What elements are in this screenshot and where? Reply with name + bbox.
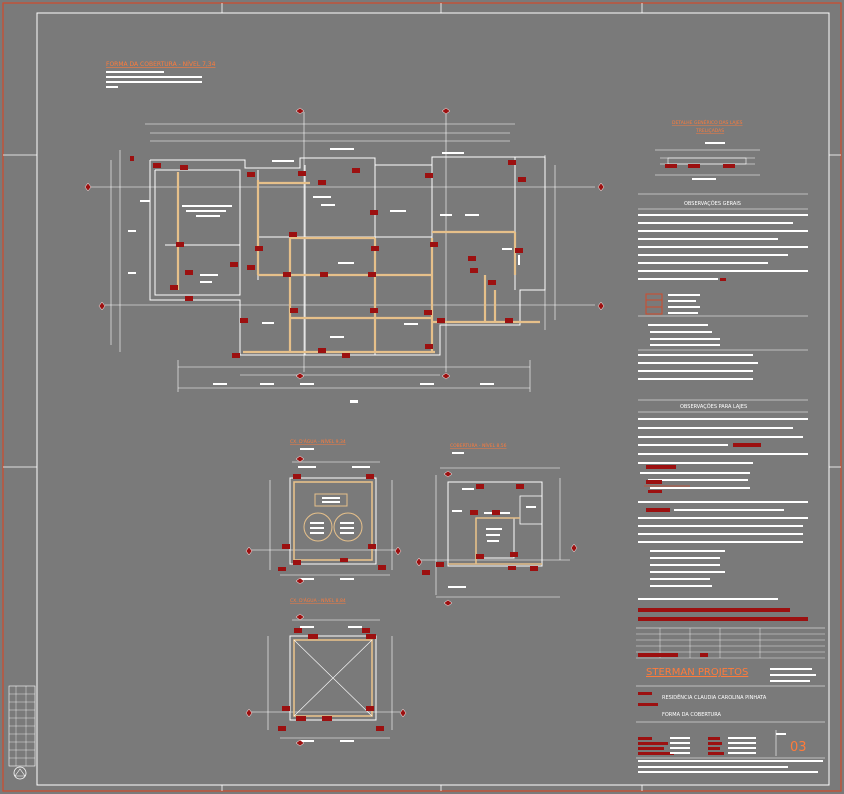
general-notes: OBSERVAÇÕES GERAIS — [638, 193, 808, 380]
sheet-number: 03 — [790, 740, 807, 755]
main-plan-title: FORMA DA COBERTURA - NÍVEL 7,34 — [106, 61, 216, 68]
cobertura-small: COBERTURA - NÍVEL 8,56 — [415, 442, 578, 607]
slab-notes: OBSERVAÇÕES PARA LAJES — [638, 399, 808, 621]
cx-agua-lower-title: CX. D'ÁGUA - NÍVEL 8,84 — [290, 597, 346, 604]
north-icon — [13, 766, 27, 780]
water-tank-upper: CX. D'ÁGUA - NÍVEL 9,34 — [245, 438, 402, 585]
revision-table — [8, 685, 36, 780]
general-notes-title: OBSERVAÇÕES GERAIS — [684, 200, 741, 207]
water-tank-lower: CX. D'ÁGUA - NÍVEL 8,84 — [245, 597, 407, 747]
detail-subtitle: TRELIÇADAS — [695, 128, 724, 134]
inner-frame — [36, 12, 830, 786]
main-plan: FORMA DA COBERTURA - NÍVEL 7,34 — [84, 61, 605, 403]
company-name: STERMAN PROJETOS — [646, 667, 748, 678]
slab-detail: DETALHE GENÉRICO DAS LAJES TRELIÇADAS — [655, 118, 760, 180]
detail-title: DETALHE GENÉRICO DAS LAJES — [672, 118, 743, 126]
project-name: RESIDÊNCIA CLAUDIA CAROLINA PINHATA — [662, 693, 767, 701]
frame-ticks — [3, 3, 841, 791]
drawing-name: FORMA DA COBERTURA — [662, 712, 721, 718]
cobertura-small-title: COBERTURA - NÍVEL 8,56 — [450, 442, 507, 449]
title-block: STERMAN PROJETOS RESIDÊNCIA CLAUDIA CARO… — [636, 627, 825, 773]
slab-notes-title: OBSERVAÇÕES PARA LAJES — [680, 403, 747, 410]
cx-agua-upper-title: CX. D'ÁGUA - NÍVEL 9,34 — [290, 438, 346, 445]
